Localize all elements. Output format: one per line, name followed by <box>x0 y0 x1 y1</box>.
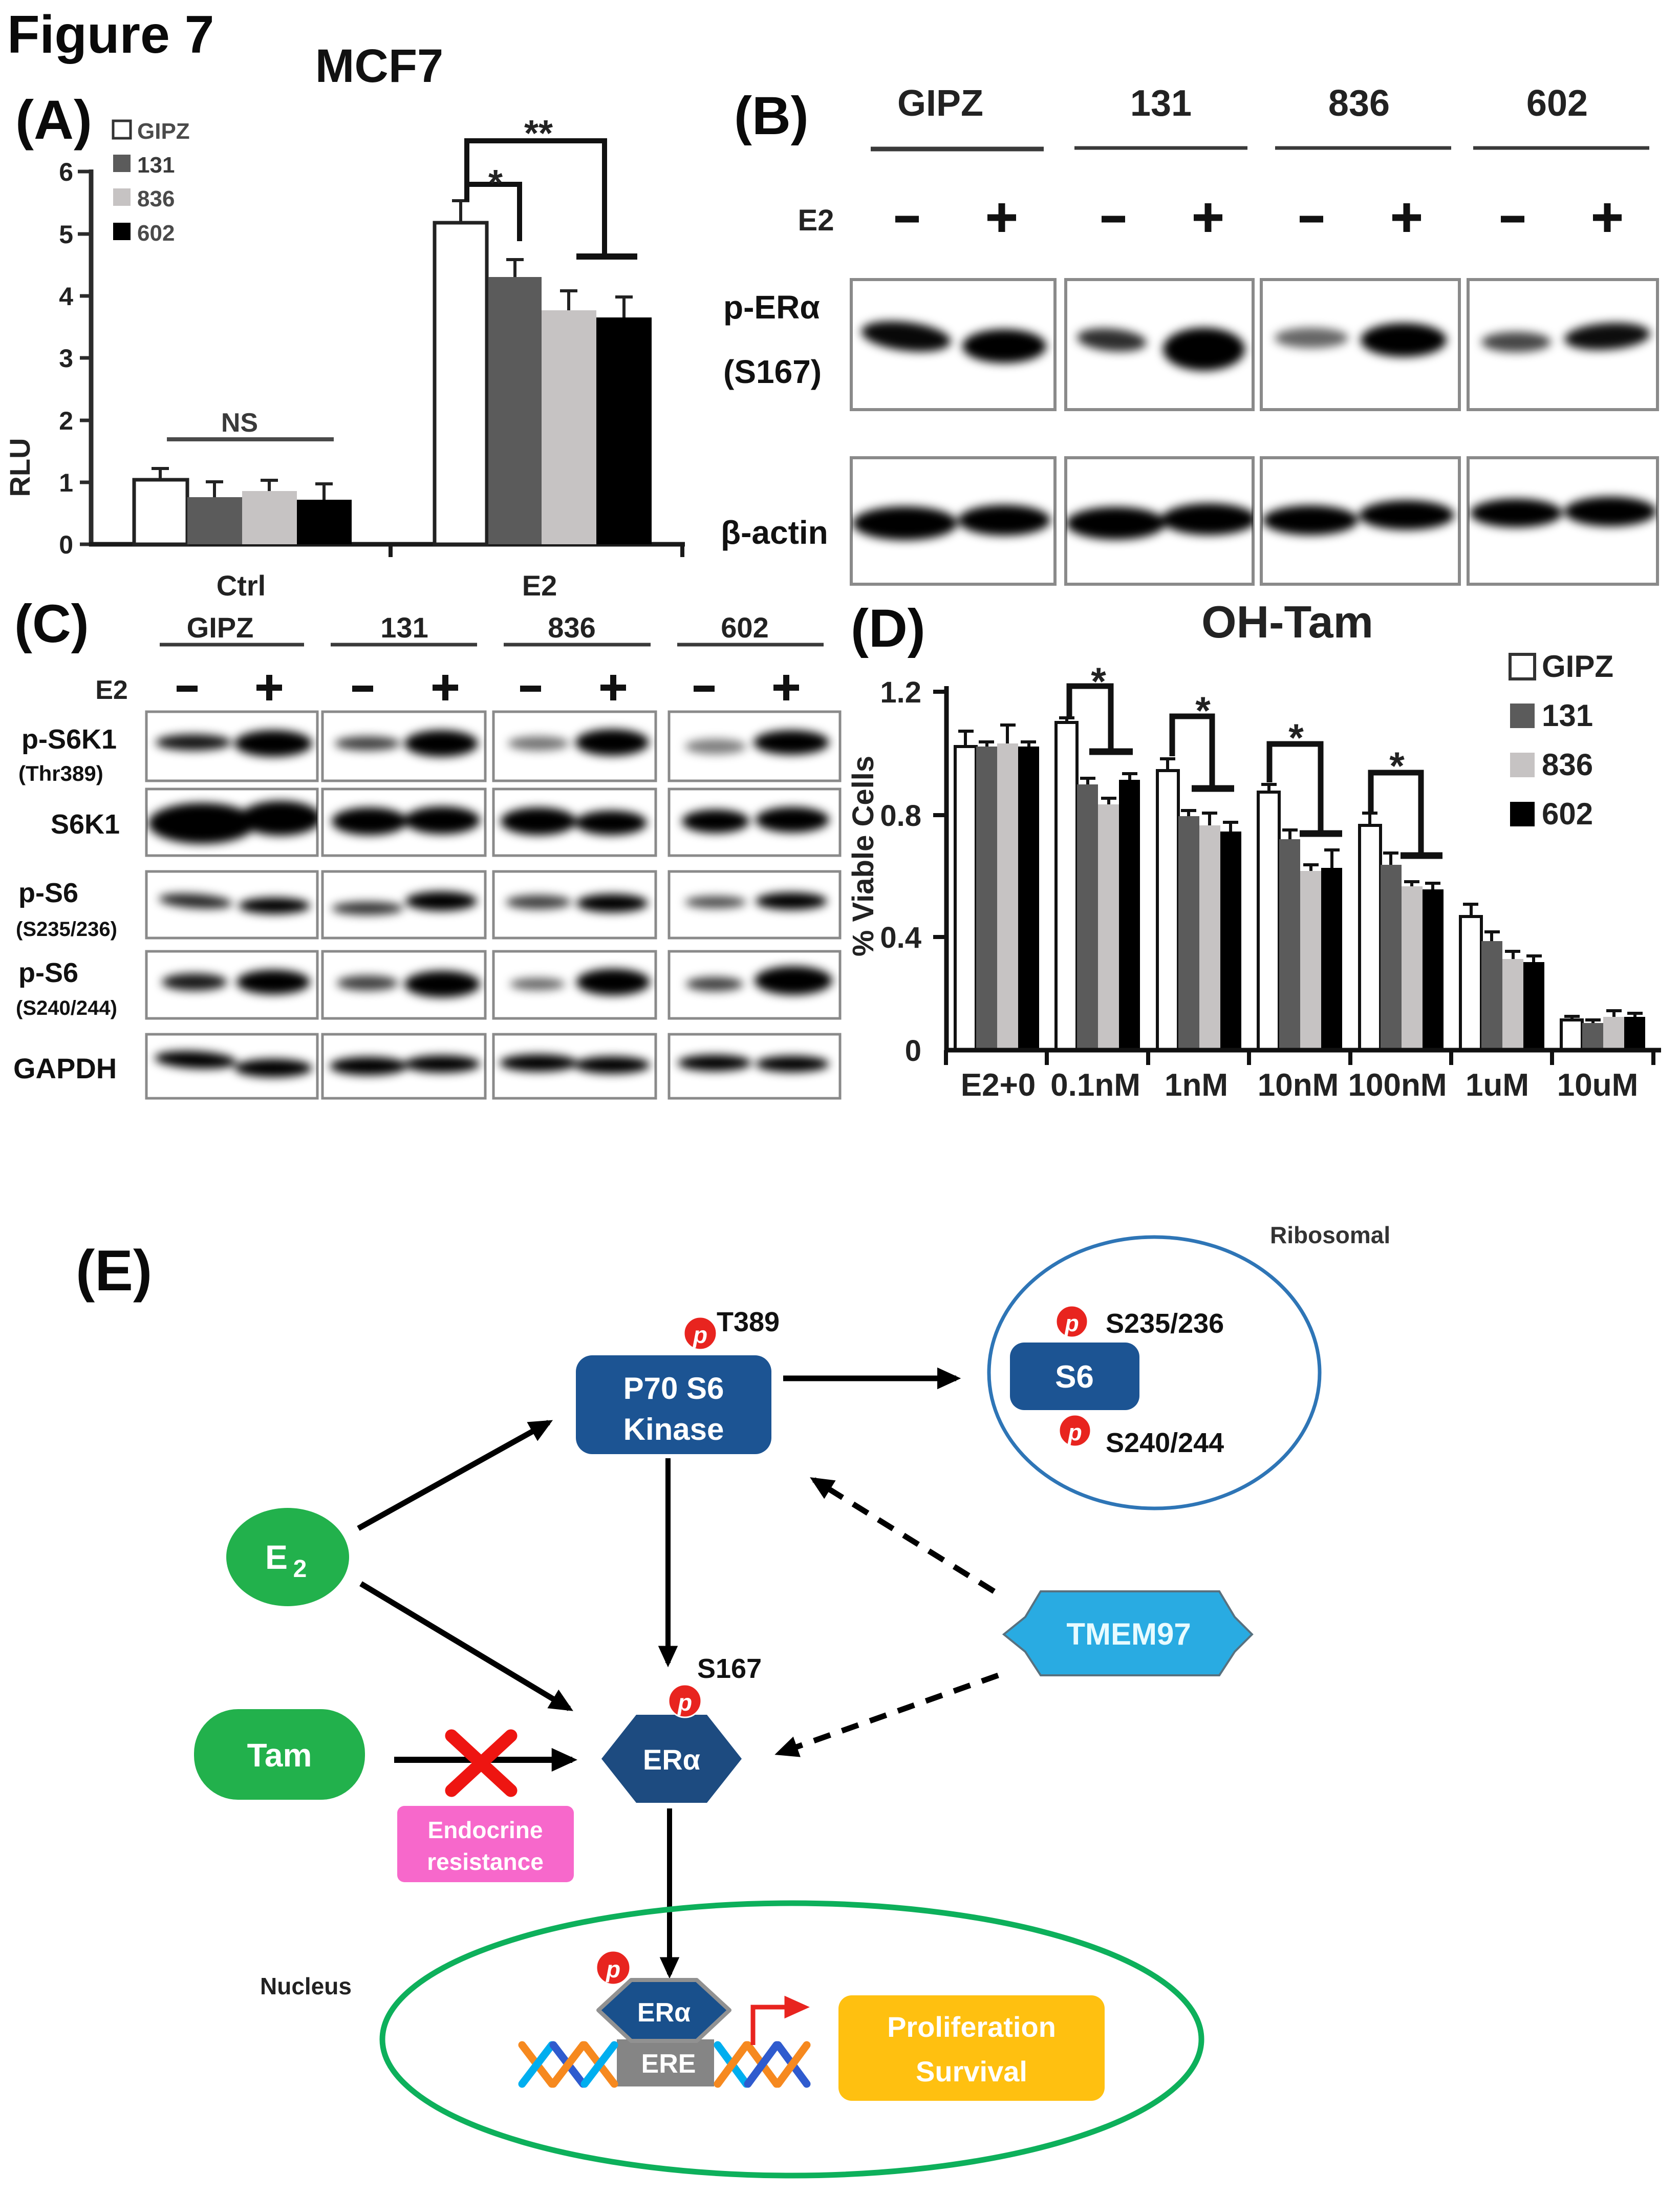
svg-text:P70 S6: P70 S6 <box>623 1371 724 1405</box>
svg-text:836: 836 <box>137 186 175 211</box>
svg-text:100nM: 100nM <box>1348 1068 1447 1103</box>
svg-text:Figure 7: Figure 7 <box>7 5 214 65</box>
svg-text:p: p <box>677 1689 692 1716</box>
svg-text:*: * <box>1195 689 1211 733</box>
svg-text:*: * <box>1091 660 1106 704</box>
svg-text:(Thr389): (Thr389) <box>18 761 103 785</box>
svg-text:(B): (B) <box>734 86 809 146</box>
svg-text:602: 602 <box>1542 797 1593 831</box>
svg-text:ERα: ERα <box>637 1998 691 2028</box>
svg-text:p-S6K1: p-S6K1 <box>21 724 117 755</box>
svg-text:resistance: resistance <box>427 1848 544 1875</box>
svg-text:Kinase: Kinase <box>623 1412 724 1446</box>
svg-text:(E): (E) <box>76 1239 152 1303</box>
svg-text:10uM: 10uM <box>1557 1068 1638 1103</box>
svg-text:602: 602 <box>137 221 175 246</box>
svg-text:131: 131 <box>380 611 428 644</box>
svg-text:(A): (A) <box>15 89 92 151</box>
svg-text:**: ** <box>524 113 553 154</box>
svg-text:836: 836 <box>1542 748 1593 782</box>
svg-text:(D): (D) <box>851 599 925 658</box>
svg-text:Tam: Tam <box>247 1737 312 1774</box>
svg-text:E2+0: E2+0 <box>961 1068 1036 1103</box>
svg-text:E2: E2 <box>95 675 128 705</box>
svg-text:ERE: ERE <box>641 2049 696 2079</box>
svg-text:(S240/244): (S240/244) <box>16 997 117 1019</box>
svg-text:S167: S167 <box>697 1653 762 1684</box>
svg-text:p-ERα: p-ERα <box>723 289 820 326</box>
svg-text:3: 3 <box>59 344 73 373</box>
svg-text:p: p <box>605 1956 620 1983</box>
svg-text:GIPZ: GIPZ <box>137 119 190 144</box>
svg-text:Ctrl: Ctrl <box>217 569 266 602</box>
svg-text:S6: S6 <box>1055 1359 1094 1395</box>
svg-text:2: 2 <box>59 407 73 435</box>
svg-text:6: 6 <box>59 158 73 186</box>
svg-text:GAPDH: GAPDH <box>13 1052 117 1084</box>
svg-text:(C): (C) <box>14 594 89 654</box>
svg-text:TMEM97: TMEM97 <box>1066 1617 1191 1651</box>
svg-text:% Viable Cells: % Viable Cells <box>847 756 880 956</box>
svg-text:602: 602 <box>721 611 768 644</box>
svg-text:(S235/236): (S235/236) <box>16 918 117 941</box>
svg-text:p-S6: p-S6 <box>18 878 78 908</box>
svg-text:602: 602 <box>1526 83 1588 124</box>
svg-text:ERα: ERα <box>643 1743 700 1776</box>
svg-text:0.1nM: 0.1nM <box>1050 1068 1140 1103</box>
svg-text:*: * <box>488 163 503 204</box>
svg-text:131: 131 <box>1542 698 1593 733</box>
svg-text:0: 0 <box>905 1034 921 1068</box>
svg-text:S240/244: S240/244 <box>1106 1428 1224 1458</box>
svg-text:NS: NS <box>221 408 258 438</box>
svg-text:1uM: 1uM <box>1466 1068 1529 1103</box>
svg-text:0.8: 0.8 <box>880 799 921 833</box>
svg-text:0.4: 0.4 <box>880 921 921 954</box>
svg-text:p-S6: p-S6 <box>18 957 78 988</box>
svg-text:131: 131 <box>1130 83 1192 124</box>
svg-text:Survival: Survival <box>916 2055 1027 2088</box>
svg-text:p: p <box>692 1322 707 1348</box>
svg-text:1nM: 1nM <box>1165 1068 1228 1103</box>
svg-text:*: * <box>1389 744 1405 788</box>
svg-text:Ribosomal: Ribosomal <box>1270 1222 1390 1248</box>
svg-text:131: 131 <box>137 153 175 178</box>
svg-text:S235/236: S235/236 <box>1106 1308 1224 1339</box>
svg-text:OH-Tam: OH-Tam <box>1201 597 1373 647</box>
svg-text:S6K1: S6K1 <box>51 809 120 840</box>
svg-text:T389: T389 <box>717 1307 780 1337</box>
svg-text:GIPZ: GIPZ <box>897 83 983 124</box>
svg-text:RLU: RLU <box>4 438 36 497</box>
svg-text:(S167): (S167) <box>723 353 822 390</box>
svg-text:2: 2 <box>293 1556 307 1583</box>
svg-text:836: 836 <box>1328 83 1390 124</box>
svg-text:GIPZ: GIPZ <box>187 611 254 644</box>
svg-text:Proliferation: Proliferation <box>887 2011 1056 2043</box>
svg-text:836: 836 <box>548 611 595 644</box>
svg-text:E2: E2 <box>798 204 834 237</box>
svg-text:1.2: 1.2 <box>880 676 921 709</box>
svg-text:1: 1 <box>59 468 73 497</box>
svg-text:p: p <box>1064 1310 1079 1336</box>
svg-text:E2: E2 <box>522 569 557 602</box>
svg-text:GIPZ: GIPZ <box>1542 649 1613 684</box>
svg-text:4: 4 <box>59 282 73 311</box>
svg-text:Nucleus: Nucleus <box>260 1973 352 1999</box>
svg-text:10nM: 10nM <box>1258 1068 1339 1103</box>
svg-text:β-actin: β-actin <box>721 514 828 551</box>
svg-text:p: p <box>1067 1419 1082 1445</box>
svg-text:5: 5 <box>59 220 73 249</box>
svg-text:*: * <box>1288 716 1304 760</box>
svg-text:E: E <box>265 1538 288 1576</box>
svg-text:Endocrine: Endocrine <box>428 1817 543 1843</box>
svg-text:MCF7: MCF7 <box>315 40 443 92</box>
svg-text:0: 0 <box>59 530 73 559</box>
